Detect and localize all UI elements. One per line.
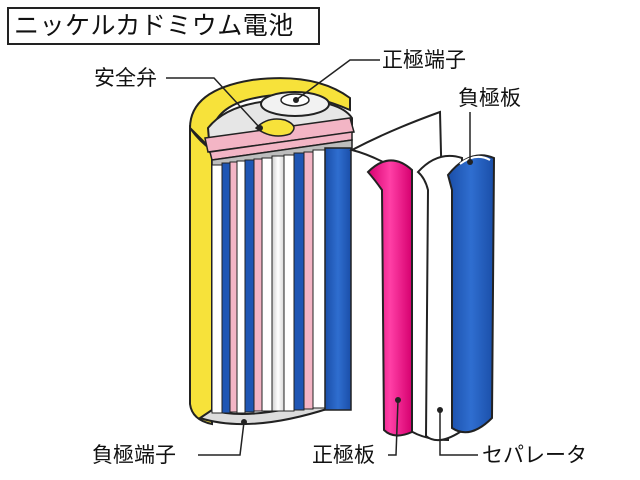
label-negative-plate: 負極板 xyxy=(458,86,521,110)
negative-plate-sheet xyxy=(446,154,496,434)
top-cap-assembly xyxy=(204,91,355,161)
unwound-sheets xyxy=(349,110,496,442)
diagram-title: ニッケルカドミウム電池 xyxy=(7,7,320,45)
label-positive-terminal: 正極端子 xyxy=(382,48,466,72)
leader-lines xyxy=(166,59,478,456)
label-negative-terminal: 負極端子 xyxy=(92,443,176,467)
label-separator: セパレータ xyxy=(482,443,587,467)
positive-plate-sheet xyxy=(366,159,413,437)
electrode-stack xyxy=(211,147,352,414)
leader-dots xyxy=(241,97,473,425)
label-positive-plate: 正極板 xyxy=(312,443,375,467)
label-safety-valve: 安全弁 xyxy=(94,66,157,90)
